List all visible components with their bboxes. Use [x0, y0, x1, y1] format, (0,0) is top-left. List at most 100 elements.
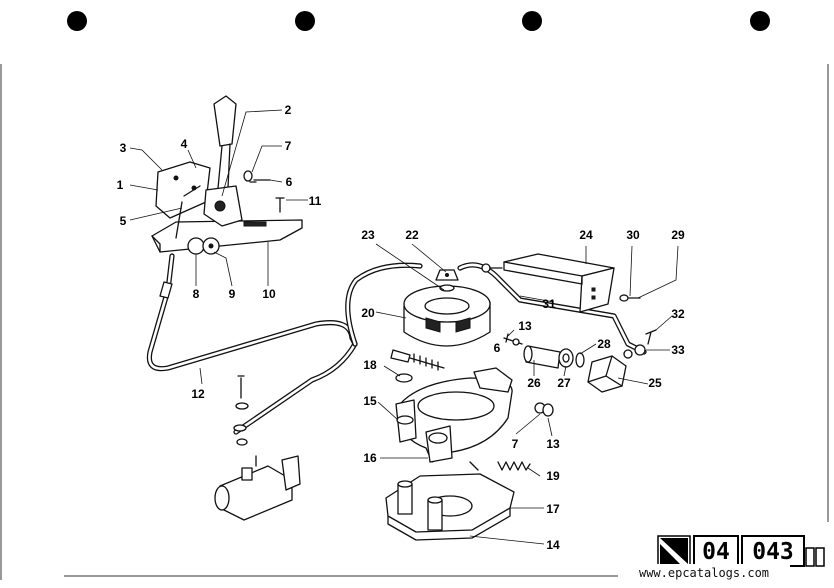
leader-lines [129, 109, 679, 545]
leader [269, 179, 283, 183]
fitting-32-33 [623, 329, 657, 359]
page-code-tick-box [805, 547, 815, 567]
binder-hole [67, 11, 87, 31]
screw-30-head [619, 294, 629, 302]
callout-20: 20 [361, 306, 375, 320]
callout-18: 18 [363, 358, 377, 372]
cylinder-group [503, 333, 627, 393]
page-code-part2: 043 [752, 539, 794, 565]
turntable-ring [403, 269, 491, 347]
master-cylinder [214, 455, 301, 521]
callout-9: 9 [229, 287, 236, 301]
spring-coils [497, 461, 531, 471]
master-cylinder-flange [281, 455, 301, 491]
base-plate-edge [387, 507, 511, 541]
fitting-32 [645, 329, 657, 345]
bracket-24 [503, 253, 615, 313]
callout-4: 4 [181, 137, 188, 151]
leader [375, 311, 407, 319]
clamp-boss-16-top [428, 432, 448, 444]
leader [629, 245, 633, 297]
spring-pin [469, 461, 479, 471]
callout-17: 17 [546, 502, 560, 516]
callout-6: 6 [286, 175, 293, 189]
callout-19: 19 [546, 469, 560, 483]
actuator-25-face [587, 355, 623, 387]
base-plate [385, 473, 515, 541]
pin-11 [275, 197, 285, 213]
callout-32: 32 [671, 307, 685, 321]
base-post [397, 483, 413, 515]
watermark-backing [618, 564, 790, 580]
washer-lower [235, 402, 249, 410]
roller-8 [187, 237, 205, 255]
leader [411, 243, 447, 273]
page-code-box-1 [693, 535, 739, 567]
callout-1: 1 [117, 178, 124, 192]
leader [655, 315, 673, 331]
callout-24: 24 [579, 228, 593, 242]
clamp-lug-15-top [396, 415, 414, 425]
pipe-loop-inner [346, 264, 422, 346]
clamp-body [395, 367, 554, 463]
cable-end-fitting [159, 281, 173, 299]
callout-23: 23 [361, 228, 375, 242]
callout-30: 30 [626, 228, 640, 242]
washer-7 [243, 170, 253, 182]
fitting-33-washer [623, 349, 633, 359]
leader [563, 365, 567, 377]
shift-lever-assembly [151, 95, 303, 255]
cable-sheath-outer [146, 253, 358, 372]
washer-6 [512, 338, 520, 346]
binder-hole [750, 11, 770, 31]
leader [377, 401, 399, 421]
leader [507, 329, 515, 337]
cable-branch-inner [234, 342, 357, 434]
callout-15: 15 [363, 394, 377, 408]
plate-hole [173, 175, 179, 181]
callout-27: 27 [557, 376, 571, 390]
leader [129, 147, 163, 171]
callout-31: 31 [542, 297, 556, 311]
leader [469, 535, 545, 545]
leader [129, 207, 183, 221]
master-cylinder-body [219, 465, 293, 521]
ring-slot [425, 317, 441, 333]
ring-28 [575, 352, 585, 368]
lever-side-plate [155, 161, 211, 219]
nut-13b [542, 403, 554, 417]
callout-3: 3 [120, 141, 127, 155]
nut-22-bore [445, 273, 449, 277]
ring-bore [424, 297, 470, 315]
page-code-tick-box [815, 547, 825, 567]
lever-pivot [214, 200, 226, 212]
page-code-emblem-mark [660, 544, 680, 564]
leader [527, 467, 541, 477]
bolt-lower [237, 375, 245, 399]
callout-29: 29 [671, 228, 685, 242]
pipe-fitting-bolt [481, 263, 491, 273]
callout-7b: 7 [512, 437, 519, 451]
watermark: www.epcatalogs.com [639, 566, 769, 580]
bracket-hole [591, 295, 596, 300]
leader [251, 145, 282, 173]
clamp-bore [417, 391, 495, 421]
leader [637, 245, 679, 299]
callout-13: 13 [518, 319, 532, 333]
leader [547, 417, 553, 437]
callout-8: 8 [193, 287, 200, 301]
leader [383, 365, 401, 377]
roller-center [208, 243, 214, 249]
callout-11: 11 [309, 194, 322, 208]
callout-26: 26 [527, 376, 541, 390]
leader [221, 109, 283, 197]
leader [519, 295, 555, 303]
washer-lower [236, 438, 248, 446]
callout-5: 5 [120, 214, 127, 228]
lever-handle-grip [213, 95, 237, 147]
leader [213, 251, 233, 287]
base-post-top [427, 496, 443, 504]
cable-connector [390, 349, 411, 363]
